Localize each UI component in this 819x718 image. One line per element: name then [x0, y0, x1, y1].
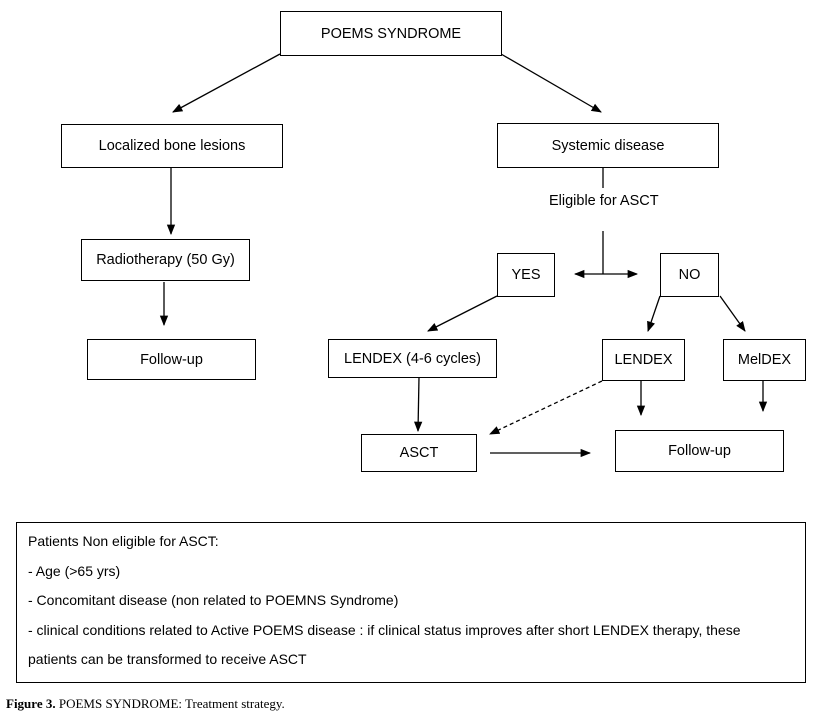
arrow-root-to-localized [172, 53, 281, 113]
node-followup-left: Follow-up [87, 339, 256, 380]
arrow-no-to-lendex [647, 295, 661, 332]
notes-item-age: - Age (>65 yrs) [28, 562, 121, 579]
caption-label: Figure 3. [6, 696, 56, 711]
node-asct: ASCT [361, 434, 477, 472]
node-meldex: MelDEX [723, 339, 806, 381]
notes-title: Patients Non eligible for ASCT: [28, 533, 219, 549]
arrow-yes-to-lendex-cycles [427, 295, 498, 332]
notes-item-clinical-conditions-cont: patients can be transformed to receive A… [28, 651, 307, 667]
node-yes: YES [497, 253, 555, 297]
node-radiotherapy: Radiotherapy (50 Gy) [81, 239, 250, 281]
notes-item-clinical-conditions: - clinical conditions related to Active … [28, 621, 741, 638]
arrow-lendex-cycles-to-asct [414, 376, 423, 433]
notes-item-concomitant: - Concomitant disease (non related to PO… [28, 592, 399, 608]
arrow-lendex-to-asct-dashed [489, 380, 603, 435]
arrow-root-to-systemic [500, 53, 602, 113]
node-poems-syndrome: POEMS SYNDROME [280, 11, 502, 56]
figure-caption: Figure 3. POEMS SYNDROME: Treatment stra… [6, 696, 285, 712]
caption-text: POEMS SYNDROME: Treatment strategy. [58, 696, 285, 711]
label-eligible-for-asct: Eligible for ASCT [549, 193, 659, 209]
arrow-no-to-meldex [719, 295, 746, 332]
node-systemic-disease: Systemic disease [497, 123, 719, 168]
node-lendex-cycles: LENDEX (4-6 cycles) [328, 339, 497, 378]
non-eligible-notes-box: Patients Non eligible for ASCT: - Age (>… [16, 522, 806, 683]
node-lendex: LENDEX [602, 339, 685, 381]
node-followup-right: Follow-up [615, 430, 784, 472]
node-no: NO [660, 253, 719, 297]
node-localized-bone-lesions: Localized bone lesions [61, 124, 283, 168]
